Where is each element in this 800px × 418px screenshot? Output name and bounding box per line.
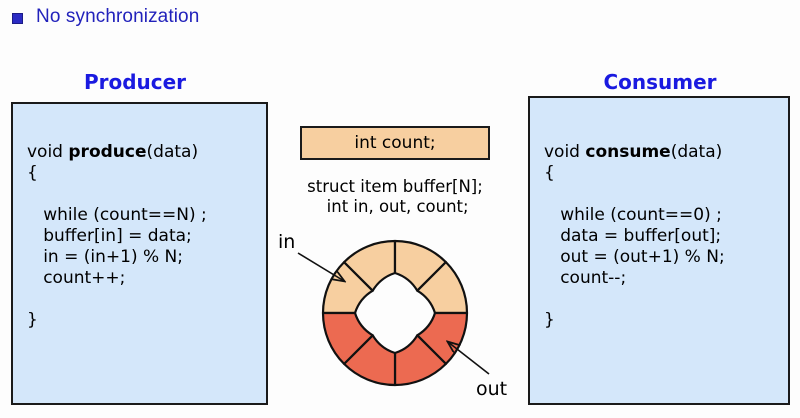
producer-code: void produce(data) { while (count==N) ; … (27, 142, 207, 331)
consumer-code: void consume(data) { while (count==0) ; … (544, 142, 725, 331)
producer-signature-prefix: void (27, 142, 69, 162)
producer-open-brace: { (27, 163, 38, 183)
producer-heading: Producer (83, 70, 187, 94)
consumer-signature-suffix: (data) (670, 142, 723, 162)
in-label: in (278, 231, 295, 253)
shared-count-box: int count; (300, 126, 490, 160)
header-title: No synchronization (36, 6, 200, 27)
consumer-open-brace: { (544, 163, 555, 183)
producer-function-name: produce (68, 142, 147, 162)
consumer-code-panel: void consume(data) { while (count==0) ; … (528, 96, 790, 405)
consumer-function-name: consume (585, 142, 671, 162)
producer-signature-suffix: (data) (146, 142, 199, 162)
producer-code-panel: void produce(data) { while (count==N) ; … (11, 102, 268, 405)
header-bullet-line: No synchronization (12, 6, 199, 28)
consumer-body: while (count==0) ; data = buffer[out]; o… (560, 205, 725, 288)
consumer-close-brace: } (544, 310, 555, 330)
in-pointer-arrow (297, 252, 344, 281)
out-label: out (476, 378, 507, 400)
producer-body: while (count==N) ; buffer[in] = data; in… (43, 205, 207, 288)
square-bullet-icon (12, 13, 23, 24)
shared-count-label: int count; (354, 133, 436, 153)
ring-segment-full-4 (321, 311, 374, 365)
consumer-heading: Consumer (603, 70, 717, 94)
producer-close-brace: } (27, 310, 38, 330)
consumer-signature-prefix: void (544, 142, 586, 162)
out-pointer-arrow (448, 342, 490, 375)
shared-struct-declaration: struct item buffer[N]; int in, out, coun… (307, 177, 483, 216)
ring-buffer-diagram: in out (278, 231, 507, 400)
